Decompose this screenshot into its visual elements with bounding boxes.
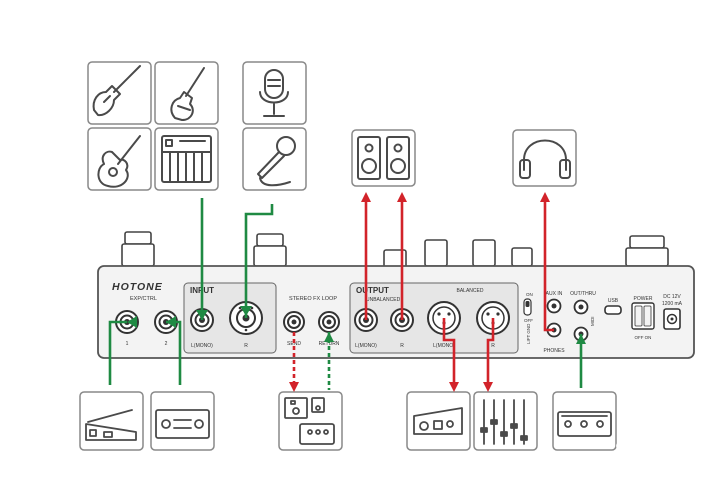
out-thru-jack [573, 299, 589, 315]
top-icons [87, 61, 577, 191]
exp-1-label: 1 [126, 341, 129, 347]
out-unbal-r-label: R [400, 343, 404, 349]
out-thru-label: OUT/THRU [570, 291, 596, 297]
gnd-off-label: OFF [524, 318, 533, 323]
brand-logo: HOTONE [112, 281, 163, 293]
arrow-down-input-l [196, 310, 208, 320]
audio-interface-icon [406, 391, 471, 451]
expression-pedal-icon [79, 391, 144, 451]
arrow-down-input-r [240, 306, 252, 316]
fx-loop-label: STEREO FX LOOP [289, 296, 337, 302]
aux-in-label: AUX IN [546, 291, 563, 297]
exp1-to-pedal-line [108, 320, 127, 385]
bass-guitar-icon [154, 61, 219, 125]
xlr-r-to-mixer-line [486, 318, 495, 384]
out-bal-r-label: R [491, 343, 495, 349]
arrow-down-interface [449, 382, 459, 392]
gnd-lift-label: LIFT GND [526, 323, 531, 344]
dual-footswitch-icon [150, 391, 215, 451]
usb-port [604, 305, 622, 315]
footswitch-right [629, 235, 665, 249]
unbalanced-label: UNBALANCED [366, 297, 401, 303]
bottom-icons [79, 391, 617, 451]
footswitch-left-base [121, 243, 155, 267]
usb-label: USB [608, 298, 619, 304]
aux-in-jack [546, 298, 562, 314]
dc-spec-line2: 1200 mA [662, 301, 683, 307]
electric-guitar-icon [87, 61, 152, 125]
power-off-label: OFF [635, 335, 644, 340]
condenser-mic-icon [242, 61, 307, 125]
keyboard-synth-icon [154, 127, 219, 191]
return-label: RETURN [319, 341, 340, 347]
arrow-up-return [324, 332, 334, 342]
arrow-exp-1 [127, 316, 137, 328]
output-label: OUTPUT [356, 286, 389, 295]
avito-logo-icon [620, 445, 638, 463]
arrow-up-headphones [540, 192, 550, 202]
phones-label: PHONES [543, 348, 565, 354]
mic-to-input-r-line [244, 204, 274, 318]
exp-2-label: 2 [165, 341, 168, 347]
balanced-label: BALANCED [457, 288, 484, 294]
arrow-up-midi [576, 334, 586, 344]
out-bal-l-label: L(MONO) [433, 343, 455, 349]
midi-label: MIDI [590, 317, 595, 327]
footswitch-mid-base [253, 245, 287, 267]
out-unbal-l-label: L(MONO) [355, 343, 377, 349]
avito-watermark: Avito [616, 442, 704, 467]
exp-ctrl-label: EXP/CTRL [130, 296, 157, 302]
arrow-down-send [289, 382, 299, 392]
power-label: POWER [634, 296, 653, 302]
midi-controller-icon [552, 391, 617, 451]
arrow-exp-2 [166, 316, 176, 328]
input-r-label: R [244, 343, 248, 349]
studio-monitors-icon [351, 129, 416, 187]
top-hardware [121, 231, 669, 269]
knob-4 [511, 247, 533, 267]
watermark-text: Avito [646, 443, 704, 467]
effect-pedals-icon [278, 391, 343, 451]
headphones-icon [512, 129, 577, 187]
acoustic-guitar-icon [87, 127, 152, 191]
power-on-label: ON [645, 335, 652, 340]
dc-jack [663, 308, 681, 330]
arrow-down-mixer [483, 382, 493, 392]
send-label: SEND [287, 341, 301, 347]
xlr-l-to-interface-line [442, 318, 456, 384]
connection-lines [108, 198, 583, 390]
dc-spec-line1: DC 12V [663, 294, 681, 300]
arrow-up-monitor-r [397, 192, 407, 202]
input-l-label: L(MONO) [191, 343, 213, 349]
arrowheads [127, 192, 586, 392]
handheld-mic-icon [242, 127, 307, 191]
footswitch-right-base [625, 247, 669, 267]
fx-send-jack [283, 311, 305, 333]
phones-to-headphones-line [543, 200, 554, 332]
mixer-icon [473, 391, 538, 451]
footswitch-left [124, 231, 152, 245]
rear-panel: HOTONE EXP/CTRL 1 2 INPUT [97, 265, 695, 359]
fx-return-jack [318, 311, 340, 333]
gnd-on-label: ON [526, 292, 533, 297]
footswitch-mid [256, 233, 284, 247]
knob-2 [424, 239, 448, 267]
arrow-up-monitor-l [361, 192, 371, 202]
knob-3 [472, 239, 496, 267]
